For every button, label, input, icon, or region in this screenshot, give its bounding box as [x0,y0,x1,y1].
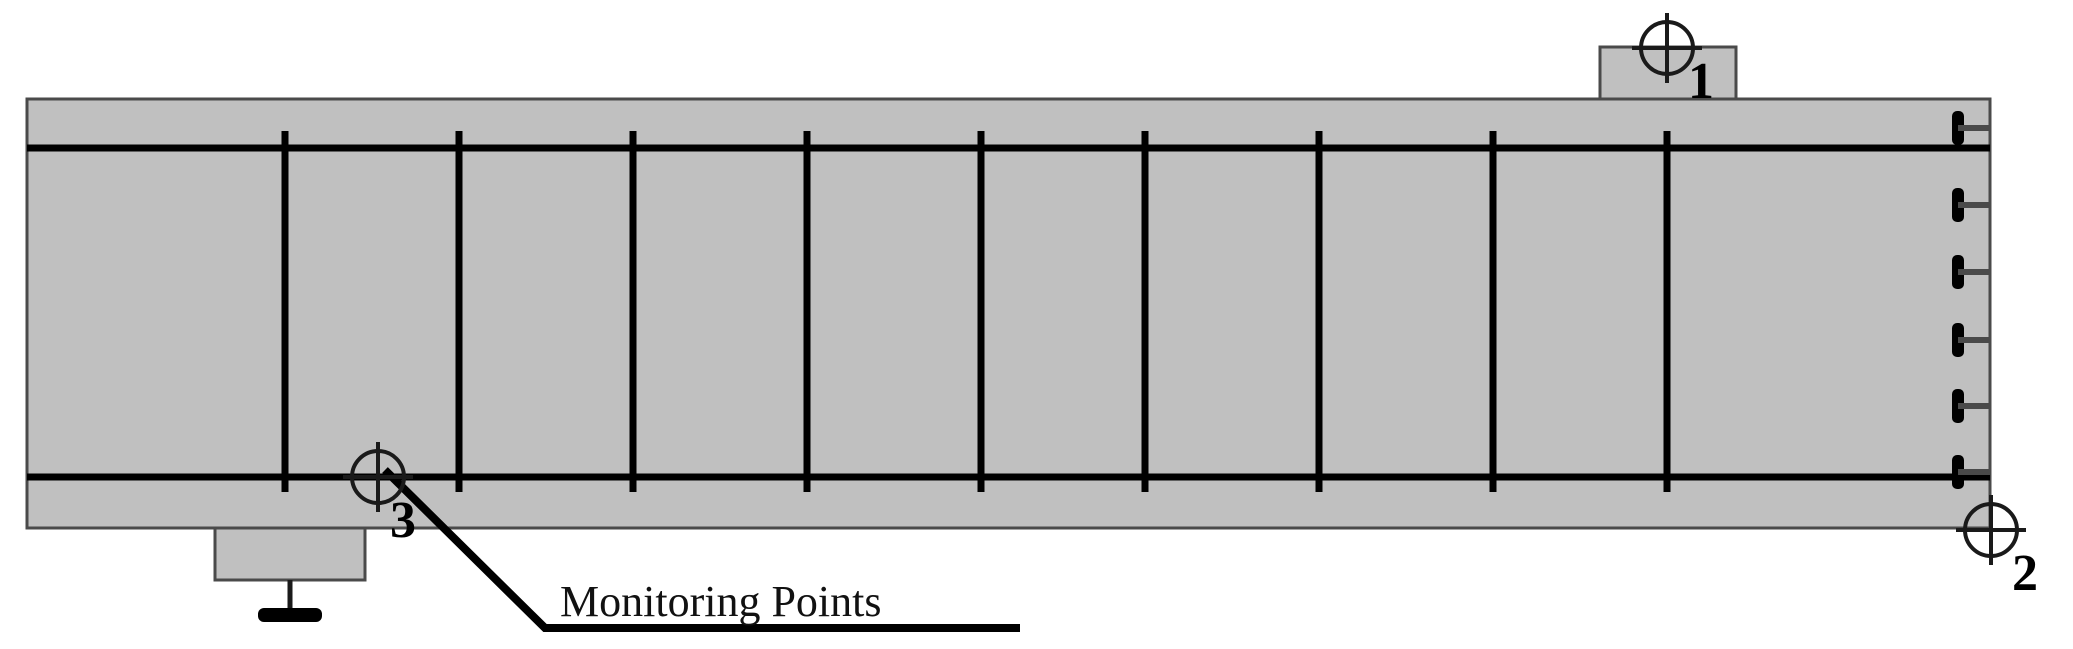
pin-support-pad-icon [258,608,322,622]
bottom-support-group [213,526,367,622]
leader-line-group [382,467,1020,632]
right-anchor-1 [1952,111,1990,145]
main-beam-group [25,97,1992,530]
monitoring-point-1[interactable]: 1 [1632,13,1714,110]
right-anchor-2 [1952,188,1990,222]
monitoring-point-label-1: 1 [1688,53,1714,110]
right-anchor-6 [1952,455,1990,489]
right-anchor-group [1952,111,1990,489]
monitoring-points-leader-line [382,467,1020,632]
right-anchor-3 [1952,255,1990,289]
stiffener-group [281,131,1671,492]
monitoring-point-2[interactable]: 2 [1956,495,2038,602]
main-beam-body [25,97,1992,530]
monitoring-point-3[interactable]: 3 [343,442,416,549]
monitoring-points-caption: Monitoring Points [560,577,882,626]
monitoring-point-markers: 1 2 3 [343,13,2038,602]
right-anchor-5 [1952,389,1990,423]
monitoring-point-label-3: 3 [390,492,416,549]
right-anchor-4 [1952,323,1990,357]
monitoring-point-label-2: 2 [2012,545,2038,602]
bottom-left-support-block [213,526,367,582]
